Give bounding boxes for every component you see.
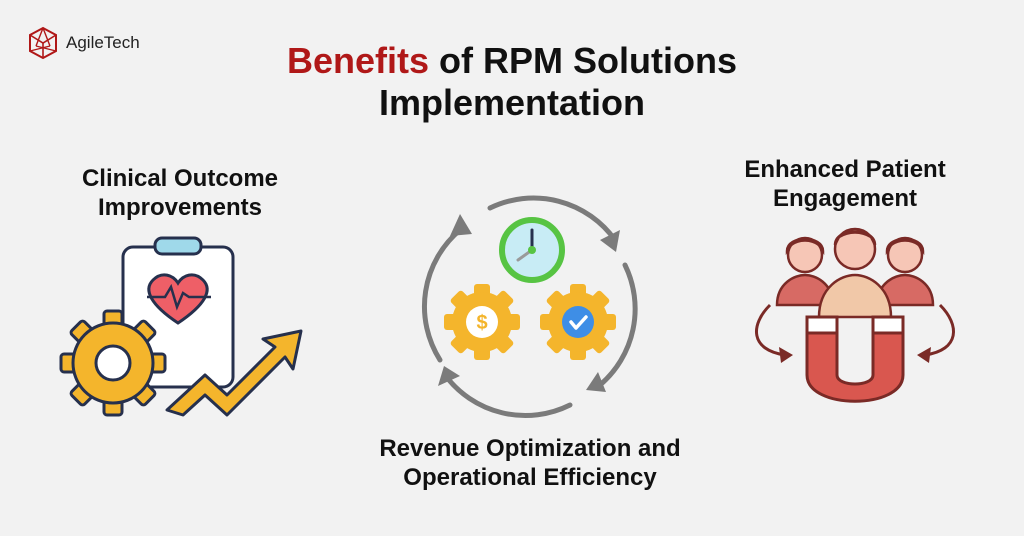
heading-clinical-outcome: Clinical Outcome Improvements	[40, 164, 320, 222]
heading-engagement-line2: Engagement	[772, 185, 918, 212]
title-line2: Implementation	[378, 82, 646, 123]
cycle-gears-clock-icon: $	[421, 195, 638, 418]
brand-logo[interactable]: AgileTech	[26, 26, 140, 60]
title-rest: of RPM Solutions	[439, 40, 737, 81]
magnet-people-icon	[755, 227, 955, 403]
svg-text:$: $	[476, 312, 487, 334]
title-highlight: Benefits	[286, 40, 430, 81]
clipboard-heart-growth-icon	[59, 236, 303, 417]
heading-revenue-line2: Operational Efficiency	[403, 464, 657, 491]
heading-engagement-line1: Enhanced Patient	[744, 156, 946, 183]
heading-revenue-optimization: Revenue Optimization and Operational Eff…	[320, 434, 740, 492]
heading-clinical-line2: Improvements	[97, 194, 263, 221]
network-globe-icon	[29, 26, 57, 60]
heading-clinical-line1: Clinical Outcome	[81, 165, 279, 192]
brand-name: AgileTech	[66, 33, 140, 52]
heading-revenue-line1: Revenue Optimization and	[379, 435, 681, 462]
page-title: Benefits of RPM Solutions Implementation	[0, 40, 1024, 124]
heading-patient-engagement: Enhanced Patient Engagement	[700, 155, 990, 213]
